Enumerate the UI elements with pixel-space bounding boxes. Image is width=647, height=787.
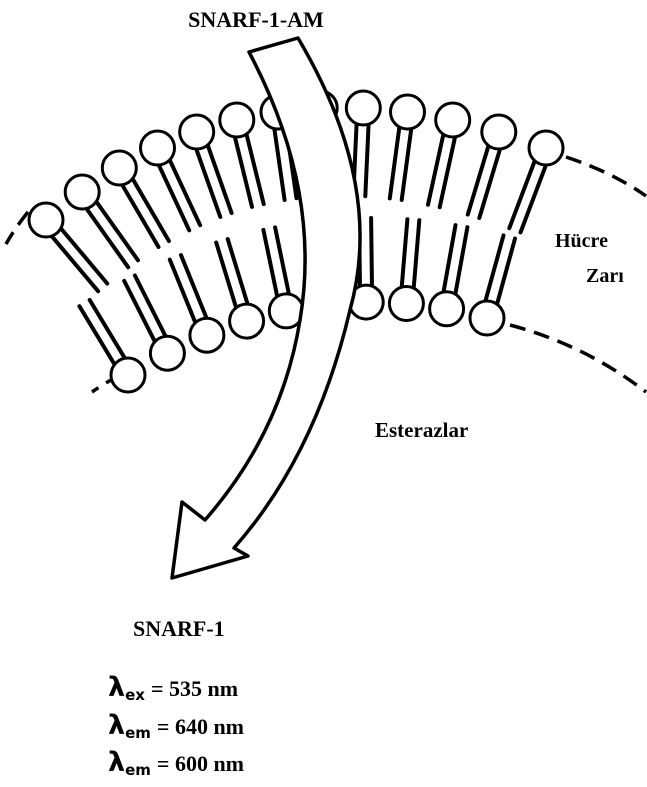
lipid-head: [220, 103, 254, 137]
compound-label-top: SNARF-1-AM: [188, 7, 324, 32]
product-label: SNARF-1: [133, 616, 225, 641]
lipid-head: [430, 292, 464, 326]
lipid-tail: [468, 143, 489, 214]
enzyme-label: Esterazlar: [375, 418, 468, 442]
lipid-tail: [158, 163, 189, 230]
lipid-head: [391, 95, 425, 129]
lipid-head: [141, 131, 175, 165]
lipid-head: [482, 115, 516, 149]
membrane-label-line1: Hücre: [555, 230, 608, 252]
lipid-tail: [181, 255, 207, 320]
lipid-tail: [207, 143, 232, 213]
lipid-tail: [275, 227, 289, 296]
lipid-tail: [509, 159, 535, 229]
lipid-tail: [263, 230, 277, 299]
lipid-tail: [196, 147, 221, 217]
wavelength-line: λem= 600 nm: [108, 747, 244, 779]
lipid-head: [529, 131, 563, 165]
lipid-tail: [135, 276, 167, 339]
lipid-tail: [371, 218, 372, 288]
lipid-tail: [169, 158, 200, 225]
membrane-label-line2: Zarı: [586, 265, 624, 287]
lipid-tail: [402, 126, 412, 200]
lipid-head: [150, 336, 184, 370]
lipid-head: [346, 91, 380, 125]
wavelength-list: λex= 535 nm λem= 640 nm λem= 600 nm: [108, 672, 244, 779]
lipid-head: [190, 318, 224, 352]
lipid-head: [111, 358, 145, 392]
lipid-tail: [390, 125, 400, 199]
lipid-head: [180, 115, 214, 149]
lipid-tail: [455, 227, 468, 296]
lipid-tail: [365, 122, 368, 196]
lipid-tail: [414, 220, 420, 290]
lipid-tail: [124, 281, 156, 344]
lipid-head: [389, 287, 423, 321]
lipid-head: [230, 304, 264, 338]
lipid-tail: [402, 219, 408, 289]
wavelength-line: λex= 535 nm: [108, 672, 238, 704]
lipid-head: [102, 151, 136, 185]
lipid-tail: [521, 163, 547, 233]
lipid-head: [470, 301, 504, 335]
wavelength-line: λem= 640 nm: [108, 710, 244, 742]
lipid-head: [29, 203, 63, 237]
lipid-tail: [170, 260, 196, 325]
lipid-tail: [443, 225, 455, 294]
lipid-head: [436, 103, 470, 137]
lipid-head: [65, 175, 99, 209]
lipid-tail: [274, 126, 285, 200]
lipid-tail: [479, 147, 500, 218]
